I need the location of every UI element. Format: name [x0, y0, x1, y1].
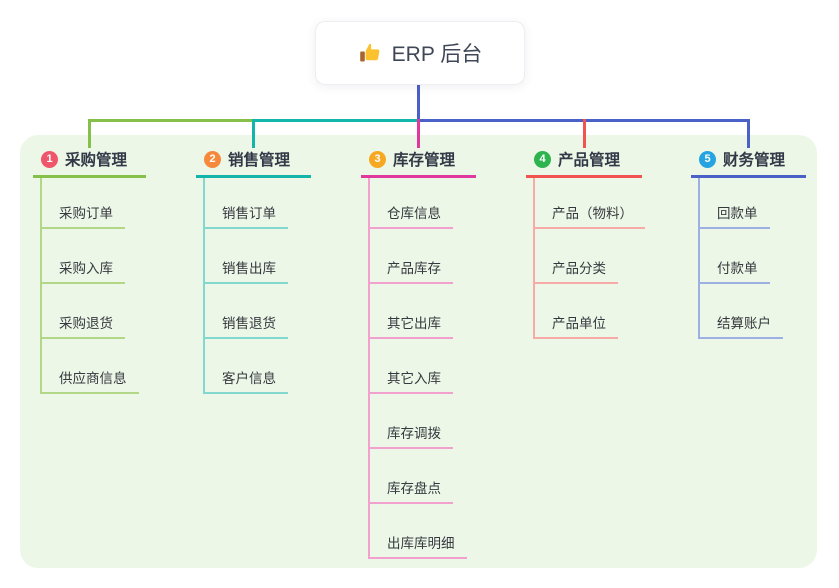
- child-node[interactable]: 付款单: [700, 257, 770, 284]
- child-row: 采购订单: [42, 178, 146, 229]
- child-row: 产品库存: [370, 229, 476, 284]
- child-row: 产品（物料）: [535, 178, 645, 229]
- child-node[interactable]: 销售出库: [205, 257, 288, 284]
- branch-3: 3 库存管理仓库信息产品库存其它出库其它入库库存调拨库存盘点出库库明细: [361, 148, 476, 559]
- child-row: 回款单: [700, 178, 806, 229]
- panel-background: [20, 135, 817, 568]
- branch-children: 仓库信息产品库存其它出库其它入库库存调拨库存盘点出库库明细: [368, 178, 476, 559]
- child-node[interactable]: 出库库明细: [370, 532, 467, 559]
- connector-horizontal-2: [252, 119, 420, 122]
- connector-drop-4: [582, 119, 586, 148]
- child-row: 库存盘点: [370, 449, 476, 504]
- child-row: 销售出库: [205, 229, 311, 284]
- child-row: 供应商信息: [42, 339, 146, 394]
- branch-number-badge: 3: [369, 150, 386, 168]
- child-node[interactable]: 采购订单: [42, 202, 125, 229]
- child-row: 结算账户: [700, 284, 806, 339]
- branch-label: 财务管理: [723, 152, 786, 169]
- connector-drop-3: [417, 119, 420, 148]
- child-row: 其它出库: [370, 284, 476, 339]
- branch-4: 4 产品管理产品（物料） 产品分类产品单位: [526, 148, 645, 339]
- branch-header-4[interactable]: 4 产品管理: [526, 148, 642, 178]
- branch-number-badge: 1: [41, 150, 58, 168]
- child-node[interactable]: 客户信息: [205, 367, 288, 394]
- child-node[interactable]: 销售退货: [205, 312, 288, 339]
- child-node[interactable]: 其它入库: [370, 367, 453, 394]
- child-node[interactable]: 库存调拨: [370, 422, 453, 449]
- branch-header-3[interactable]: 3 库存管理: [361, 148, 476, 178]
- child-node[interactable]: 产品（物料）: [535, 202, 645, 229]
- child-node[interactable]: 库存盘点: [370, 477, 453, 504]
- connector-drop-1: [88, 119, 91, 148]
- child-row: 仓库信息: [370, 178, 476, 229]
- child-row: 采购退货: [42, 284, 146, 339]
- branch-number-badge: 4: [534, 150, 551, 168]
- child-row: 客户信息: [205, 339, 311, 394]
- thumbs-up-icon: [359, 43, 380, 62]
- child-row: 采购入库: [42, 229, 146, 284]
- child-node[interactable]: 产品库存: [370, 257, 453, 284]
- child-row: 产品单位: [535, 284, 645, 339]
- child-row: 库存调拨: [370, 394, 476, 449]
- connector-drop-5: [747, 119, 750, 148]
- branch-children: 销售订单销售出库销售退货客户信息: [203, 178, 311, 394]
- child-node[interactable]: 其它出库: [370, 312, 453, 339]
- child-node[interactable]: 供应商信息: [42, 367, 139, 394]
- branch-header-1[interactable]: 1 采购管理: [33, 148, 146, 178]
- branch-2: 2 销售管理销售订单销售出库销售退货客户信息: [196, 148, 311, 394]
- child-row: 销售退货: [205, 284, 311, 339]
- child-node[interactable]: 采购入库: [42, 257, 125, 284]
- root-node[interactable]: ERP 后台: [315, 21, 525, 85]
- child-row: 销售订单: [205, 178, 311, 229]
- child-row: 付款单: [700, 229, 806, 284]
- child-node[interactable]: 产品单位: [535, 312, 618, 339]
- branch-header-5[interactable]: 5 财务管理: [691, 148, 806, 178]
- branch-1: 1 采购管理采购订单采购入库采购退货供应商信息: [33, 148, 146, 394]
- child-node[interactable]: 回款单: [700, 202, 770, 229]
- child-row: 出库库明细: [370, 504, 476, 559]
- branch-children: 采购订单采购入库采购退货供应商信息: [40, 178, 146, 394]
- child-row: 产品分类: [535, 229, 645, 284]
- branch-label: 采购管理: [65, 152, 128, 169]
- branch-children: 回款单付款单结算账户: [698, 178, 806, 339]
- branch-header-2[interactable]: 2 销售管理: [196, 148, 311, 178]
- child-node[interactable]: 仓库信息: [370, 202, 453, 229]
- connector-root-trunk: [417, 83, 420, 122]
- child-node[interactable]: 销售订单: [205, 202, 288, 229]
- child-node[interactable]: 结算账户: [700, 312, 783, 339]
- branch-label: 产品管理: [558, 152, 621, 169]
- branch-label: 库存管理: [393, 152, 456, 169]
- root-label: ERP 后台: [391, 43, 483, 66]
- branch-label: 销售管理: [228, 152, 291, 169]
- child-row: 其它入库: [370, 339, 476, 394]
- branch-number-badge: 5: [699, 150, 716, 168]
- branch-5: 5 财务管理回款单付款单结算账户: [691, 148, 806, 339]
- connector-drop-2: [252, 119, 255, 148]
- child-node[interactable]: 采购退货: [42, 312, 125, 339]
- branch-children: 产品（物料） 产品分类产品单位: [533, 178, 645, 339]
- child-node[interactable]: 产品分类: [535, 257, 618, 284]
- branch-number-badge: 2: [204, 150, 221, 168]
